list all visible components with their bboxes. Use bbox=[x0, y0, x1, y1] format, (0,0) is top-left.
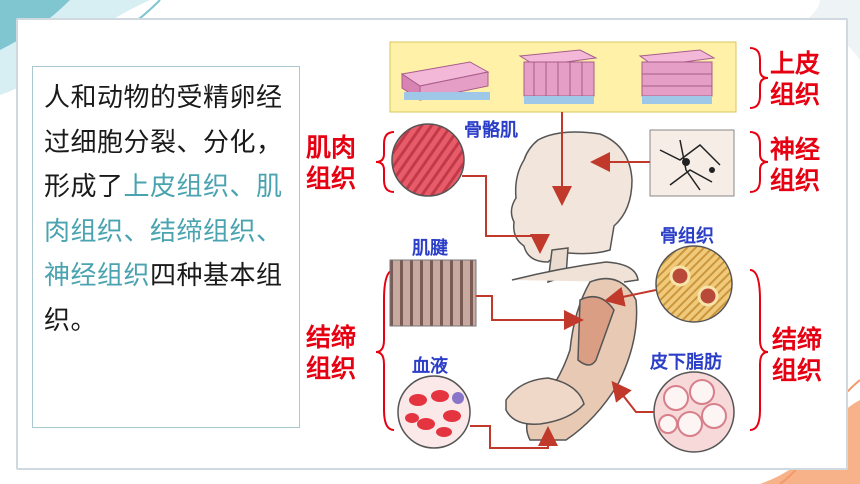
tendon-image bbox=[389, 259, 477, 327]
epithelial-tissue-image bbox=[389, 41, 737, 113]
label-muscle-line1: 肌肉 bbox=[306, 133, 357, 162]
bone-tissue-image bbox=[655, 245, 733, 323]
human-figure bbox=[505, 131, 639, 441]
bracket-connective-right bbox=[749, 269, 769, 431]
bracket-connective-left bbox=[375, 269, 395, 431]
main-paragraph: 人和动物的受精卵经过细胞分裂、分化，形成了上皮组织、肌肉组织、结缔组织、神经组织… bbox=[44, 76, 292, 343]
label-connective-right-line2: 组织 bbox=[772, 356, 823, 385]
highlight-sep-3: 、 bbox=[256, 216, 283, 247]
fat-tissue-image bbox=[653, 371, 735, 453]
label-muscle: 肌肉 组织 bbox=[306, 132, 356, 194]
text-box bbox=[32, 66, 300, 428]
label-connective-left-line2: 组织 bbox=[306, 354, 357, 383]
label-nervous-line2: 组织 bbox=[770, 166, 821, 195]
bracket-muscle bbox=[375, 131, 395, 193]
para-text-2: 四种基本组织。 bbox=[44, 261, 283, 336]
label-nervous-line1: 神经 bbox=[770, 135, 821, 164]
label-fat: 皮下脂肪 bbox=[650, 352, 722, 373]
highlight-epithelial: 上皮组织 bbox=[123, 172, 230, 202]
label-tendon: 肌腱 bbox=[412, 238, 448, 259]
label-bone: 骨组织 bbox=[660, 226, 714, 247]
highlight-sep-2: 、 bbox=[123, 216, 151, 247]
label-epithelial-line1: 上皮 bbox=[770, 49, 821, 78]
label-connective-left: 结缔 组织 bbox=[306, 322, 356, 384]
label-blood: 血液 bbox=[412, 356, 448, 377]
label-epithelial: 上皮 组织 bbox=[770, 48, 820, 110]
label-connective-right-line1: 结缔 bbox=[772, 325, 823, 354]
skeletal-muscle-image bbox=[391, 123, 465, 197]
label-epithelial-line2: 组织 bbox=[770, 80, 821, 109]
highlight-nervous: 神经组织 bbox=[44, 261, 151, 291]
bracket-epithelial bbox=[749, 47, 769, 109]
highlight-connective: 结缔组织 bbox=[150, 216, 257, 247]
para-text-1: 人和动物的受精卵经过细胞分裂、分化，形成了 bbox=[44, 83, 283, 202]
bracket-nervous bbox=[749, 131, 769, 193]
nervous-tissue-image bbox=[649, 129, 735, 197]
label-skeletal-muscle: 骨骼肌 bbox=[464, 120, 518, 141]
label-nervous: 神经 组织 bbox=[770, 134, 820, 196]
label-connective-right: 结缔 组织 bbox=[772, 324, 822, 386]
highlight-sep-1: 、 bbox=[229, 172, 257, 202]
label-muscle-line2: 组织 bbox=[306, 164, 357, 193]
highlight-muscle: 肌肉组织 bbox=[44, 172, 283, 247]
label-connective-left-line1: 结缔 bbox=[306, 323, 357, 352]
blood-image bbox=[397, 375, 471, 449]
